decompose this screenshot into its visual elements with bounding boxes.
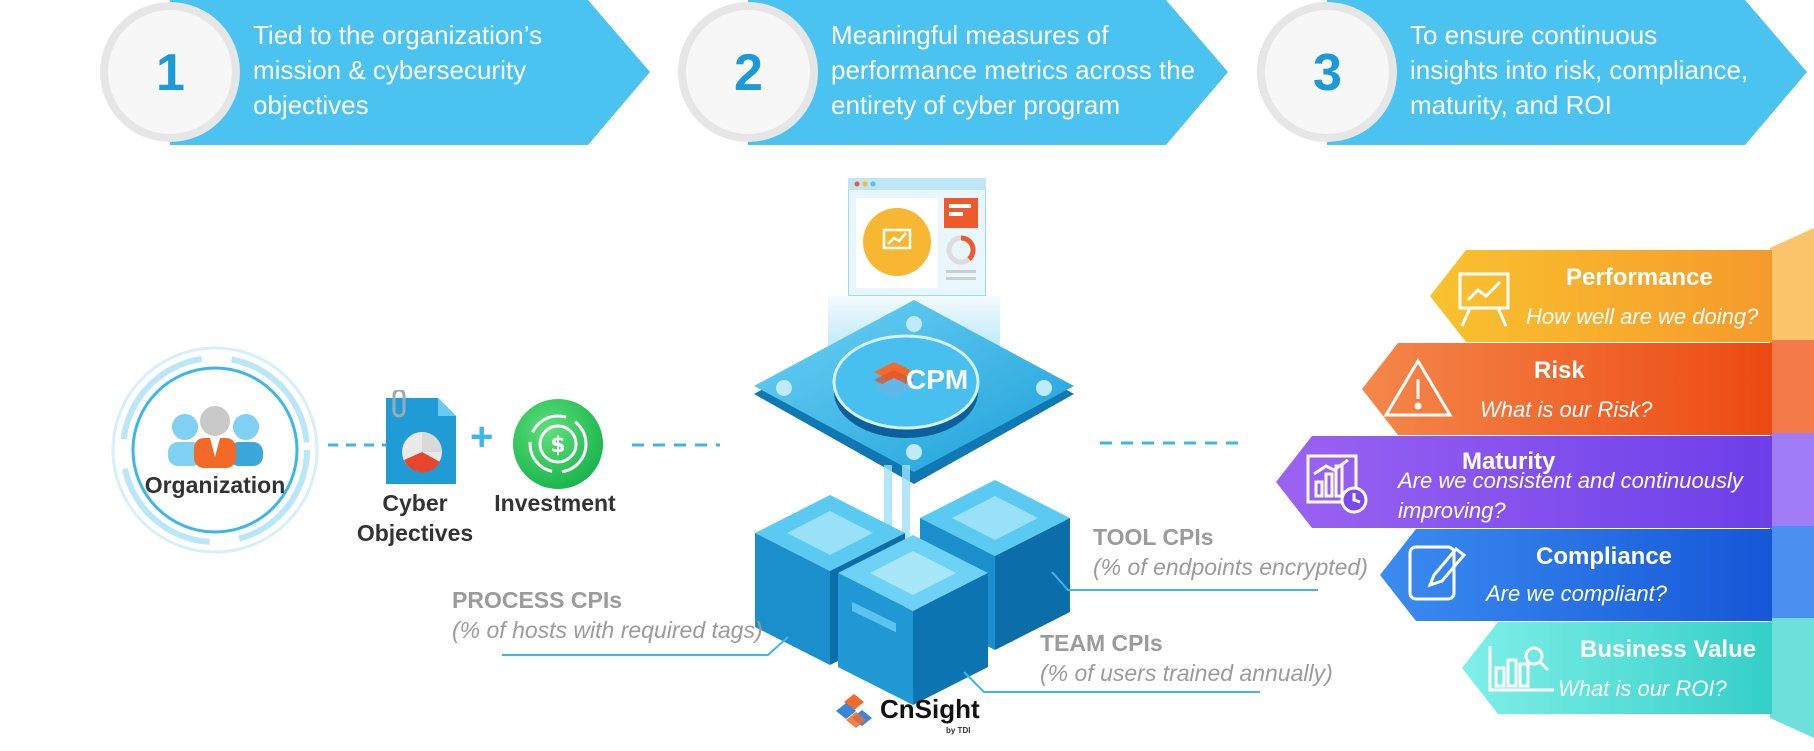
banner-number: 1	[156, 43, 185, 102]
dashboard-window-icon	[847, 177, 987, 297]
investment-icon: $	[512, 398, 604, 490]
outcome-risk: Risk What is our Risk?	[1362, 343, 1772, 435]
chart-clock-icon	[1306, 454, 1368, 514]
warning-triangle-icon	[1383, 358, 1453, 417]
pencil-edit-icon	[1408, 545, 1467, 601]
team-cpis-sub: (% of users trained annually)	[1040, 660, 1333, 686]
brand-sub: by TDI	[946, 726, 971, 735]
outcome-question: What is our ROI?	[1558, 676, 1727, 701]
outcome-question: How well are we doing?	[1526, 304, 1759, 329]
outcome-question: Are we compliant?	[1486, 581, 1667, 606]
outcome-title: Performance	[1566, 264, 1713, 291]
cpm-pillars	[884, 465, 910, 545]
team-cpis-title: TEAM CPIs	[1040, 630, 1163, 656]
bar-chart-magnifier-icon	[1488, 646, 1554, 692]
plus-sign: +	[470, 415, 494, 459]
presentation-chart-icon	[1458, 272, 1510, 327]
process-cpis-leader	[502, 636, 789, 656]
outcome-title: Business Value	[1580, 636, 1757, 663]
outcome-performance: Performance How well are we doing?	[1430, 250, 1772, 342]
outcome-compliance: Compliance Are we compliant?	[1380, 529, 1772, 621]
investment-label: Investment	[494, 490, 616, 516]
brand-name: CnSight	[880, 694, 980, 724]
document-pie-icon	[382, 388, 458, 488]
banner-number: 3	[1313, 43, 1342, 102]
outcome-question: Are we consistent and continuously impro…	[1398, 468, 1743, 523]
cpm-label: CPM	[906, 364, 969, 395]
outcome-maturity: Maturity Are we consistent and continuou…	[1276, 436, 1772, 528]
outcome-business-value: Business Value What is our ROI?	[1462, 622, 1772, 714]
outcome-title: Maturity	[1462, 448, 1556, 475]
cnsight-logo-icon	[834, 692, 878, 730]
process-cpis-title: PROCESS CPIs	[452, 587, 622, 613]
connector-dash-center-left	[632, 443, 720, 447]
tool-cpis-sub: (% of endpoints encrypted)	[1093, 554, 1368, 580]
outcome-title: Compliance	[1536, 543, 1673, 570]
outcome-title: Risk	[1534, 357, 1585, 384]
connector-dash-right	[1100, 441, 1240, 445]
team-cpis-leader	[963, 671, 1260, 693]
process-cpis-sub: (% of hosts with required tags)	[452, 617, 763, 643]
tool-cpis-title: TOOL CPIs	[1093, 524, 1214, 550]
server-cube-team	[838, 535, 988, 705]
organization-label: Organization	[144, 472, 286, 498]
banner-number: 2	[734, 43, 763, 102]
cpm-platform-icon: CPM	[748, 300, 1080, 500]
tool-cpis-leader	[1051, 571, 1318, 591]
outcome-back-strip	[1770, 228, 1814, 738]
outcome-question: What is our Risk?	[1480, 397, 1653, 422]
organization-icon	[110, 345, 320, 555]
svg-text:$: $	[550, 433, 565, 458]
